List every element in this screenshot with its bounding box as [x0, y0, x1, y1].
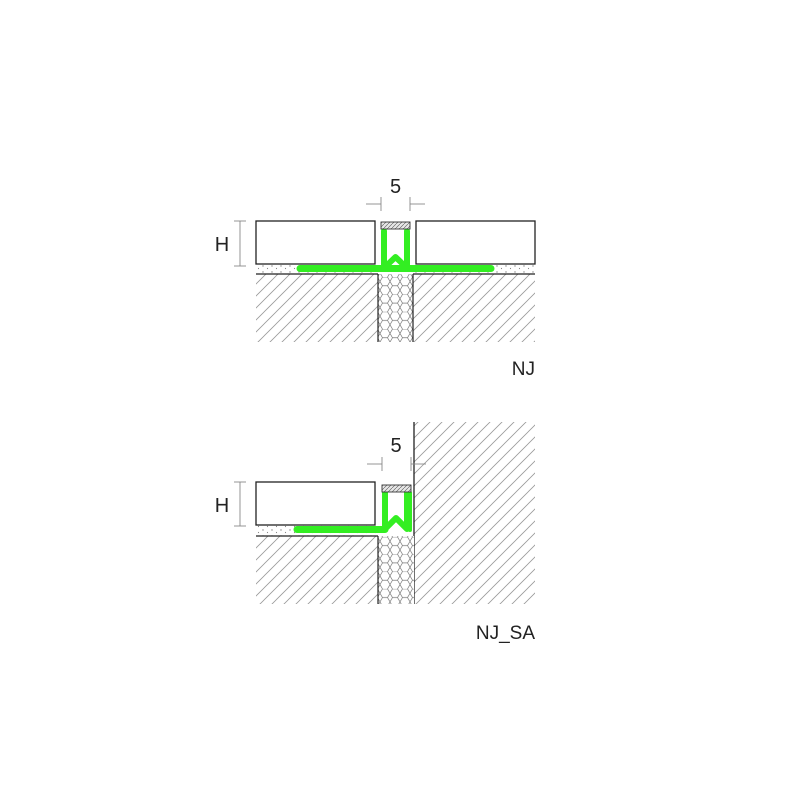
profile-cap	[380, 221, 411, 230]
tile-right	[415, 220, 536, 265]
tile-left	[255, 481, 376, 526]
dimension-height	[234, 481, 246, 527]
joint-filler	[378, 274, 413, 342]
tile-left	[255, 220, 376, 265]
wall	[414, 422, 535, 604]
height-label: H	[215, 495, 229, 517]
joint-width-label: 5	[390, 435, 401, 457]
substrate-left	[256, 536, 378, 604]
detail-nj-sa: 5 H NJ_SA	[215, 422, 535, 644]
dimension-height	[234, 220, 246, 267]
dimension-width	[367, 457, 426, 471]
joint-width-label: 5	[390, 176, 401, 198]
substrate-left	[256, 274, 378, 342]
profile-cap	[381, 484, 412, 493]
green-profile	[296, 228, 495, 272]
detail-code-label: NJ	[512, 359, 535, 380]
detail-nj: 5 H NJ	[215, 176, 536, 380]
detail-code-label: NJ_SA	[476, 623, 535, 644]
green-profile	[293, 490, 412, 533]
joint-filler	[378, 536, 414, 604]
dimension-width	[366, 197, 425, 211]
height-label: H	[215, 234, 229, 256]
substrate-right	[413, 274, 535, 342]
